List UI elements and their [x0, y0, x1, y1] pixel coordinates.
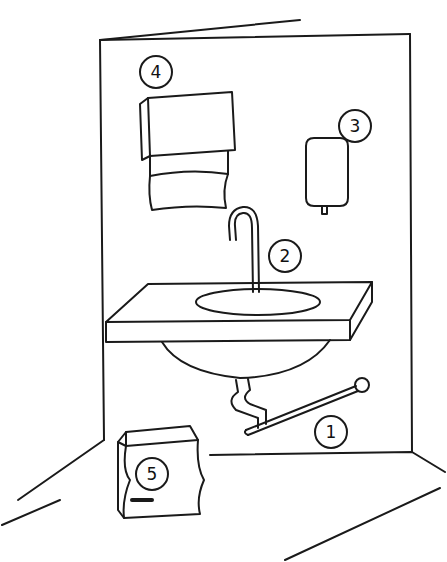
floor-line: [2, 500, 60, 525]
callout-circle: [315, 416, 347, 448]
drain-trap: [231, 379, 266, 428]
waste-bin: [118, 426, 204, 518]
floor-line: [210, 452, 445, 472]
wall-top: [100, 34, 410, 40]
callout-circle: [339, 110, 371, 142]
wall-left-edge: [100, 40, 104, 440]
grab-rod: [245, 378, 369, 435]
floor-line: [18, 440, 104, 500]
callout-circle: [140, 56, 172, 88]
faucet: [229, 207, 259, 292]
callout-number: 5: [147, 466, 158, 483]
callout-number: 4: [151, 64, 162, 81]
callout-number: 1: [326, 424, 337, 441]
sink: [106, 282, 372, 378]
wall-right-edge: [410, 34, 412, 452]
callout-circle: [269, 240, 301, 272]
soap-dispenser: [306, 138, 348, 214]
callout-number: 3: [350, 118, 361, 135]
callout-number: 2: [280, 248, 291, 265]
callout-circle: [136, 458, 168, 490]
towel-dispenser: [140, 92, 235, 210]
floor-line: [285, 488, 440, 560]
